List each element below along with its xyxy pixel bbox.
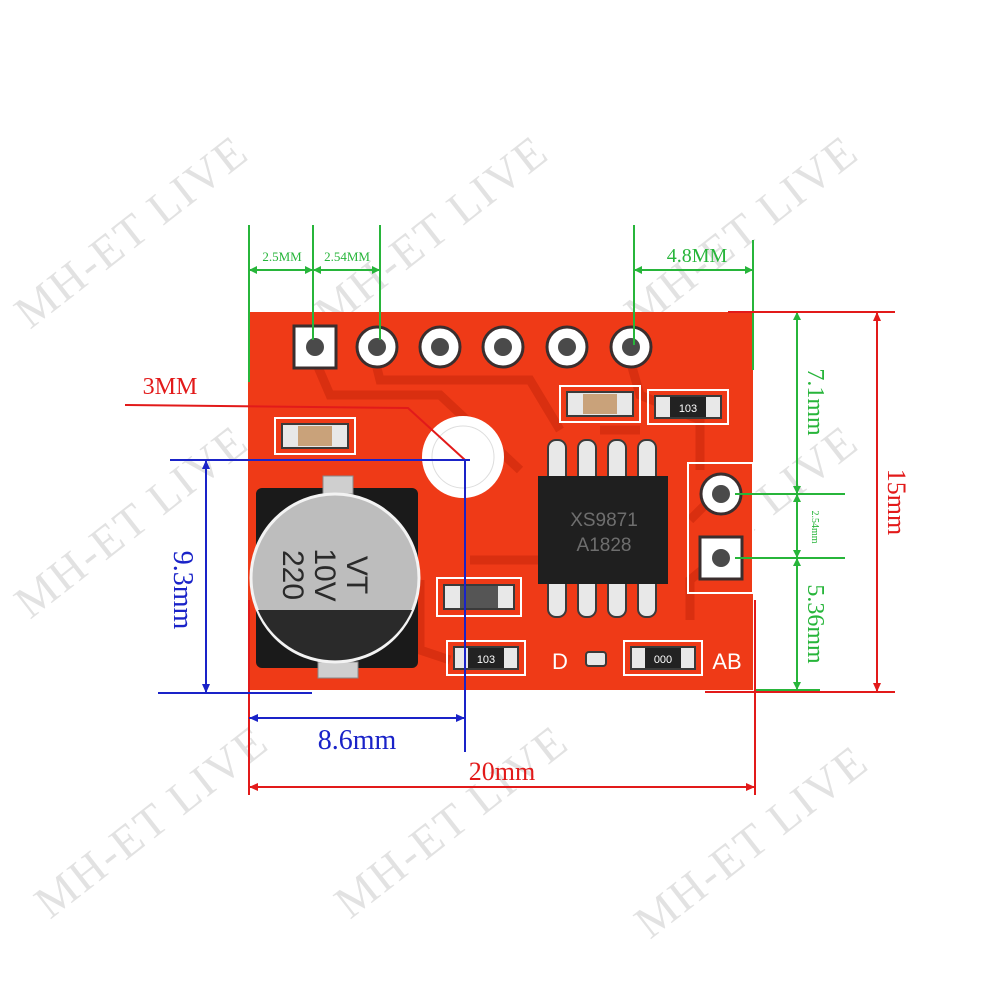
watermark: MH-ET LIVE [305,125,558,338]
smd-capacitor-middle [436,577,522,617]
dimension-right-pins: 7.1mm 2.54mm 5.36mm [728,311,845,691]
chip-label-line-2: A1828 [577,535,632,556]
dimension-board-height: 15mm [705,311,911,693]
dimension-capacitor-width: 8.6mm [249,460,466,756]
smd-resistor-bottom-left: 103 [446,640,526,676]
dimension-label-capacitor-height: 9.3mm [167,551,198,630]
ic-chip: XS9871 A1828 [538,439,668,618]
capacitor-label-1: 220 [276,550,309,600]
dimension-label-pitch-2: 2.54MM [324,249,370,264]
resistor-bottom-right-code: 000 [654,654,672,666]
dimension-label-right-offset: 4.8MM [667,245,728,267]
silk-label-ab: AB [712,649,741,674]
smd-capacitor-top-right [559,385,641,423]
mode-jumper-pad [585,651,607,667]
dimension-label-pin-spacing: 2.54mm [809,510,820,543]
smd-resistor-top: 103 [647,389,729,425]
silk-label-d: D [552,649,568,674]
watermark: MH-ET LIVE [5,415,258,628]
dimension-label-bottom-to-pin: 5.36mm [802,584,828,664]
watermark: MH-ET LIVE [625,735,878,948]
capacitor-label-3: VT [340,556,373,594]
dimension-capacitor-height: 9.3mm [158,459,470,694]
dimension-hole: 3MM [124,374,466,461]
ic-body [538,476,668,584]
dimension-board-width: 20mm [248,600,756,795]
dimension-label-board-width: 20mm [469,757,535,786]
pcb-board: 103 XS9871 A1828 [248,312,754,690]
smd-resistor-bottom-right: 000 [623,640,703,676]
electrolytic-capacitor: 220 10V VT [249,475,421,679]
dimension-label-hole: 3MM [143,374,198,400]
dimension-label-board-height: 15mm [882,469,911,535]
resistor-bottom-left-code: 103 [477,654,495,666]
dimension-top-right: 4.8MM [633,225,754,370]
chip-label-line-1: XS9871 [570,510,638,531]
header-pins [292,324,653,370]
capacitor-label-2: 10V [308,548,341,601]
dimension-label-pitch-1: 2.5MM [262,249,302,264]
resistor-top-code: 103 [679,403,697,415]
watermark: MH-ET LIVE [5,125,258,338]
watermark: MH-ET LIVE [25,715,278,928]
dimension-top-pitch: 2.5MM 2.54MM [248,225,381,382]
dimension-label-top-to-pin: 7.1mm [802,368,828,436]
watermark: MH-ET LIVE [615,125,868,338]
smd-capacitor-top-left [274,417,356,455]
dimension-label-capacitor-width: 8.6mm [318,725,397,756]
